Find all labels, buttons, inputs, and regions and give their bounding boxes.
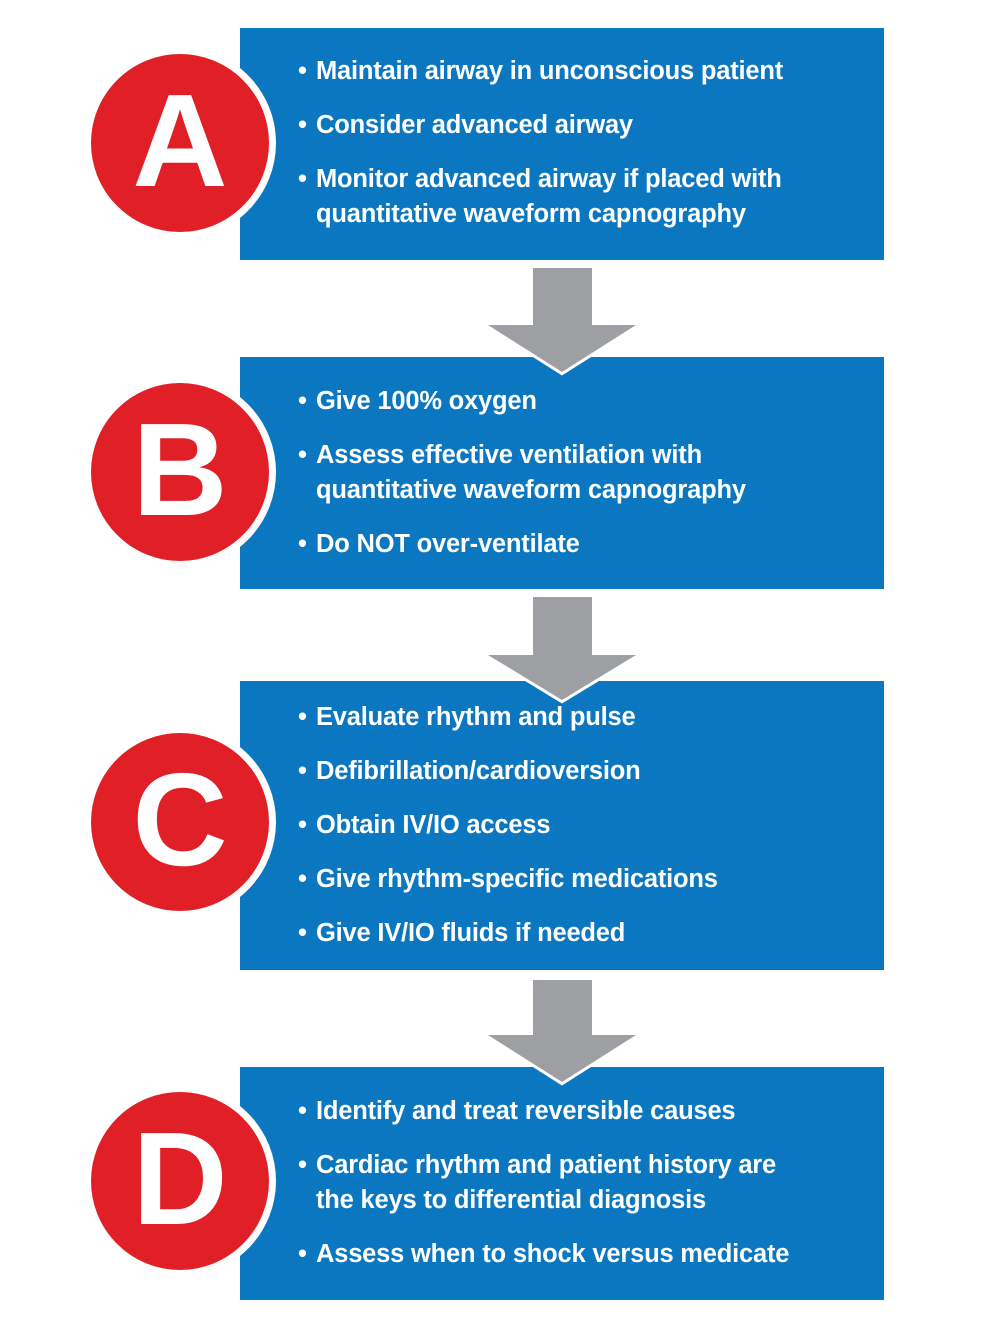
bullet-icon: • — [298, 387, 307, 415]
bullet-text-line: Monitor advanced airway if placed with — [316, 165, 782, 193]
step-letter: A — [132, 67, 228, 214]
arrow-shape — [477, 594, 647, 704]
arrow-shape — [477, 977, 647, 1086]
bullet-icon: • — [298, 1151, 307, 1179]
step-box-c: • Evaluate rhythm and pulse • Defibrillatio… — [240, 681, 884, 970]
bullet-text-line: Evaluate rhythm and pulse — [316, 703, 636, 731]
bullet-text-line: Defibrillation/cardioversion — [316, 757, 641, 785]
bullet-item: • Give 100% oxygen — [298, 384, 884, 419]
step-box-a: •Maintain airway in unconscious patient•… — [240, 28, 884, 260]
bullet-icon: • — [298, 111, 307, 139]
bullet-text-line: Maintain airway in unconscious patient — [316, 57, 784, 85]
bullet-icon: • — [298, 1097, 307, 1125]
bullet-text-line: Give 100% oxygen — [316, 387, 537, 415]
bullet-item: • Assess when to shock versus medicate — [298, 1237, 884, 1272]
bullet-icon: • — [298, 1240, 307, 1268]
bullet-item: • Maintain airway in unconscious patient — [298, 54, 884, 89]
bullet-item: • Identify and treat reversible causes — [298, 1094, 884, 1129]
bullet-icon: • — [298, 865, 307, 893]
bullet-item: • Give rhythm-specific medications — [298, 862, 884, 897]
bullet-text-line: Assess when to shock versus medicate — [316, 1240, 790, 1268]
bullet-icon: • — [298, 441, 307, 469]
bullet-icon: • — [298, 703, 307, 731]
bullet-text-line: Give IV/IO fluids if needed — [316, 919, 626, 947]
bullet-text-line: the keys to differential diagnosis — [316, 1186, 706, 1214]
bullet-text-line: Consider advanced airway — [316, 111, 633, 139]
bullet-item: • Defibrillation/cardioversion — [298, 754, 884, 789]
step-letter: D — [132, 1105, 228, 1252]
bullet-item: • Consider advanced airway — [298, 108, 884, 143]
bullet-item: • Monitor advanced airway if placed with q… — [298, 162, 884, 232]
step-letter-badge-d: D — [84, 1085, 276, 1277]
bullet-item: • Evaluate rhythm and pulse — [298, 700, 884, 735]
bullet-item: • Cardiac rhythm and patient history are t… — [298, 1148, 884, 1218]
bullet-icon: • — [298, 919, 307, 947]
bullet-icon: • — [298, 757, 307, 785]
bullet-text-line: quantitative waveform capnography — [316, 200, 746, 228]
step-box-b: • Give 100% oxygen • Assess effective venti… — [240, 357, 884, 589]
bullet-text-line: Do NOT over-ventilate — [316, 530, 580, 558]
bullet-icon: • — [298, 165, 307, 193]
bullet-text-line: Obtain IV/IO access — [316, 811, 551, 839]
bullet-text-line: Give rhythm-specific medications — [316, 865, 718, 893]
step-box-d: • Identify and treat reversible causes • Ca… — [240, 1067, 884, 1300]
step-letter-badge-a: A — [84, 47, 276, 239]
step-letter-badge-b: B — [84, 376, 276, 568]
bullet-text-line: Identify and treat reversible causes — [316, 1097, 736, 1125]
bullet-icon: • — [298, 811, 307, 839]
bullet-item: • Obtain IV/IO access — [298, 808, 884, 843]
bullet-item: • Give IV/IO fluids if needed — [298, 916, 884, 951]
bullet-text-line: quantitative waveform capnography — [316, 476, 746, 504]
bullet-item: • Assess effective ventilation with quanti… — [298, 438, 884, 508]
bullet-text-line: Cardiac rhythm and patient history are — [316, 1151, 777, 1179]
step-letter: C — [132, 746, 228, 893]
step-letter-badge-c: C — [84, 726, 276, 918]
bullet-item: • Do NOT over-ventilate — [298, 527, 884, 562]
bullet-text-line: Assess effective ventilation with — [316, 441, 702, 469]
bullet-icon: • — [298, 57, 307, 85]
step-letter: B — [132, 396, 228, 543]
bullet-icon: • — [298, 530, 307, 558]
arrow-shape — [477, 265, 647, 376]
